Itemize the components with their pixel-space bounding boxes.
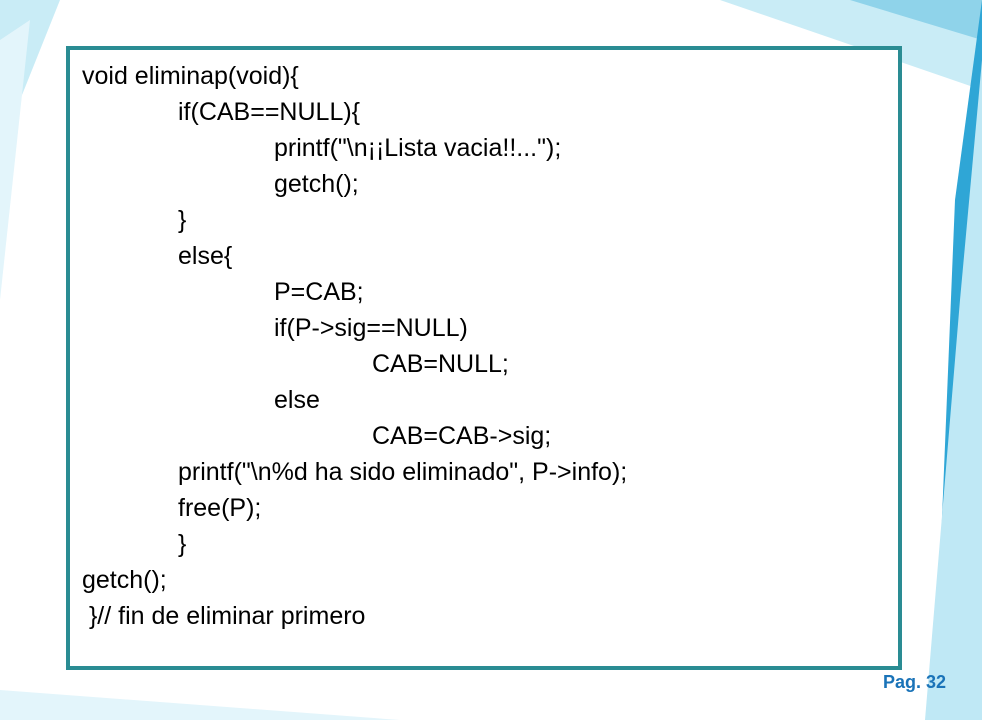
code-line: } [178,530,187,558]
code-line: void eliminap(void){ [82,62,299,90]
bottom-left-swoosh [0,690,400,720]
code-line: if(CAB==NULL){ [178,98,361,126]
code-line: P=CAB; [274,278,364,306]
code-line: if(P->sig==NULL) [274,314,468,342]
top-right-swoosh-light [720,0,982,90]
code-line: getch(); [82,566,167,594]
code-line: getch(); [274,170,359,198]
left-swoosh [0,20,30,300]
code-line: else [274,386,320,414]
code-line: CAB=NULL; [372,350,509,378]
right-swoosh-light [925,60,982,720]
code-line: } [178,206,187,234]
code-frame: void eliminap(void){ if(CAB==NULL){ prin… [66,46,902,670]
code-line: free(P); [178,494,262,522]
code-line: }// fin de eliminar primero [82,602,366,630]
top-right-swoosh-mid [850,0,982,40]
code-line: printf("\n%d ha sido eliminado", P->info… [178,458,628,486]
page-number: Pag. 32 [882,672,946,692]
code-line: else{ [178,242,233,270]
code-line: CAB=CAB->sig; [372,422,552,450]
code-line: printf("\n¡¡Lista vacia!!..."); [274,134,562,162]
